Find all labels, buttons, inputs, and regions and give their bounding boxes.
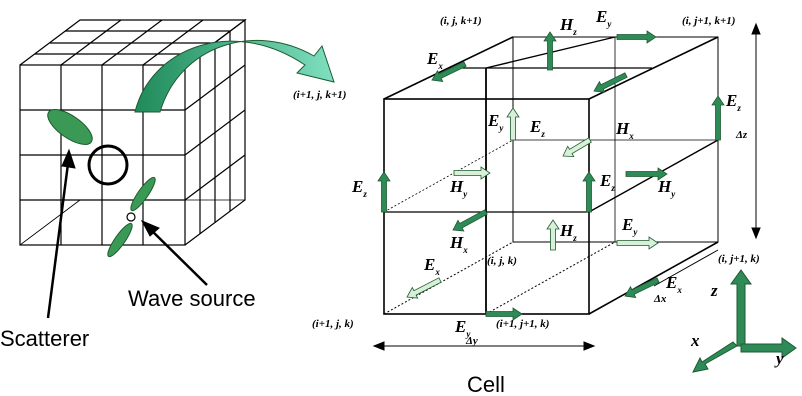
field-arrow [506,107,520,141]
axis-triad [692,269,797,373]
field-arrow [406,277,442,299]
field-arrow [562,137,592,158]
pointer-arrows [46,148,208,319]
corner-front-top-left: (i+1, j, k+1) [293,89,346,101]
dim-dx: Δx [653,293,667,305]
field-label-Ex_lower: Ex [423,255,440,277]
field-arrow [377,171,391,213]
corner-mid-right: (i, j+1, k) [718,253,760,265]
dimension-lines [372,22,761,351]
wave-source-label: Wave source [128,286,256,311]
field-label-Ez_right_top: Ez [725,91,741,113]
field-label-Ey_top: Ey [595,7,612,29]
field-label-Ey_front: Ey [487,111,504,133]
corner-bottom-left: (i+1, j, k) [312,318,354,330]
ring-marker [87,144,129,186]
cell-caption: Cell [467,372,505,396]
field-label-Hx_upper: Hx [615,119,634,141]
field-arrow [453,166,491,180]
field-label-Ez_mid: Ez [599,171,615,193]
field-label-Hx_lower: Hx [449,233,468,255]
field-arrow [711,95,725,141]
field-arrow [431,61,467,82]
corner-mid-back: (i, j, k) [487,255,517,267]
corner-bottom-mid: (i+1, j+1, k) [496,318,549,330]
field-arrows [377,30,725,321]
field-label-Ey_lower: Ey [621,215,638,237]
field-arrow [485,307,523,321]
field-label-Hy_right: Hy [657,177,676,199]
field-arrow [593,72,628,93]
axis-x-label: x [690,331,700,350]
curved-transition-arrow [134,40,335,113]
field-label-Hz_lower: Hz [559,221,577,243]
corner-top-mid: (i, j, k+1) [440,15,482,27]
field-label-Ex_right: Ex [665,273,682,295]
field-arrow [616,236,659,250]
corner-top-right: (i, j+1, k+1) [682,15,735,27]
field-arrow [582,171,596,213]
axis-z-label: z [710,281,718,300]
field-arrow [616,30,657,44]
dim-dz: Δz [735,129,748,141]
field-arrow [452,209,488,232]
field-arrow [546,219,560,251]
field-label-Ey_bottom: Ey [454,317,471,339]
field-arrow [624,277,660,298]
field-label-Ez_left: Ez [351,177,367,199]
field-arrow [543,31,557,71]
axis-y-label: y [774,349,784,368]
grid-cube [19,18,247,246]
scatterer-shape [47,109,93,145]
wave-source-shape [107,176,156,258]
field-label-Ex_top: Ex [426,49,443,71]
dim-dy: Δy [465,335,478,347]
field-label-Ez_inner: Ez [529,117,545,139]
field-label-Hz_top: Hz [559,15,577,37]
field-label-Hy_left: Hy [449,177,468,199]
field-arrow [625,167,668,181]
scatterer-label: Scatterer [0,326,89,351]
